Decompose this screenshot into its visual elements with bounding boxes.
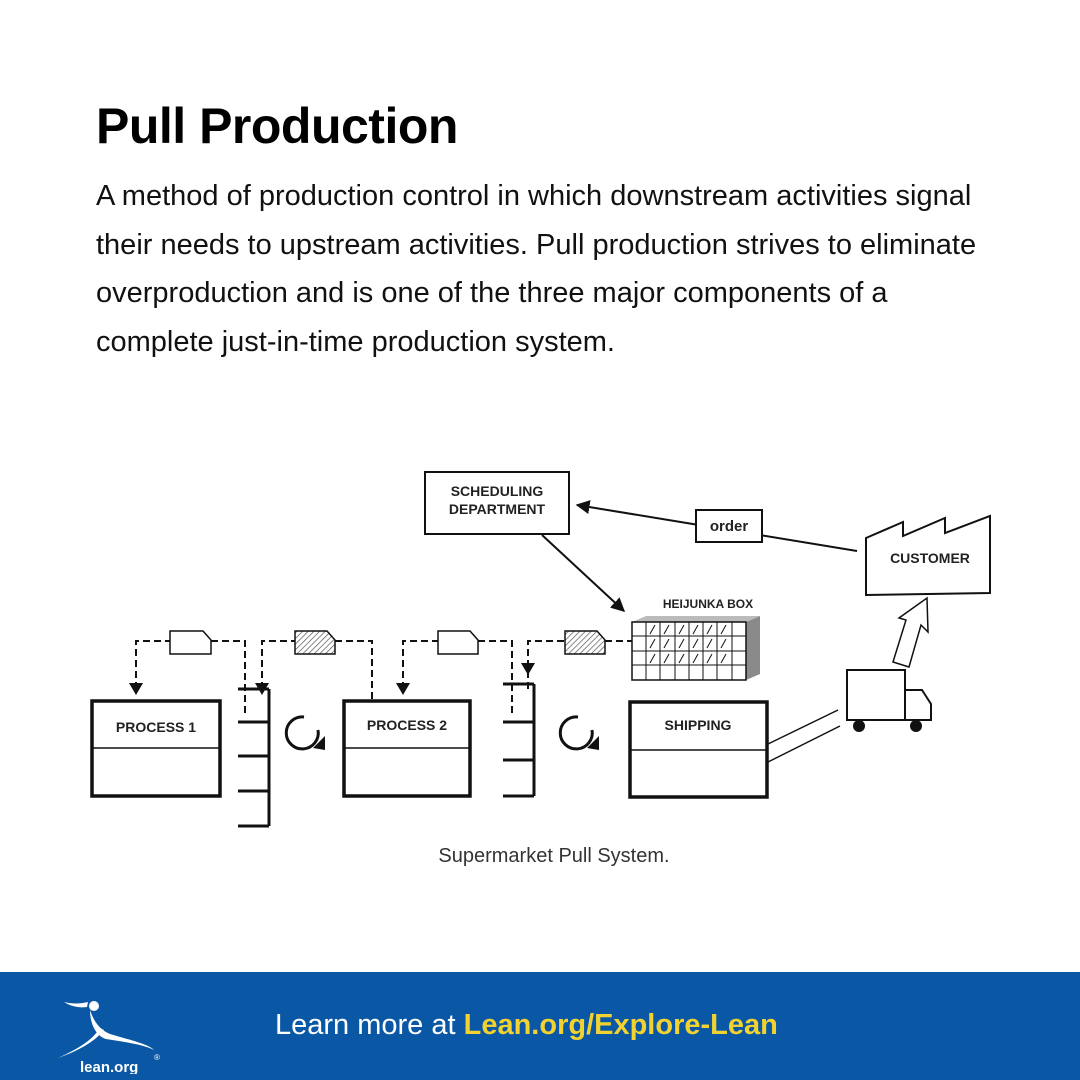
scheduling-label-line2: DEPARTMENT <box>449 501 546 517</box>
supermarket-1 <box>238 687 271 828</box>
lean-org-logo[interactable]: lean.org ® <box>50 984 170 1074</box>
explore-lean-link[interactable]: Lean.org/Explore-Lean <box>463 1009 778 1041</box>
definition-text: A method of production control in which … <box>96 180 977 358</box>
diagram-caption: Supermarket Pull System. <box>438 845 669 867</box>
heijunka-box <box>631 616 760 681</box>
delivery-arrow <box>892 596 929 668</box>
customer-factory: CUSTOMER <box>865 514 991 597</box>
scheduling-department-box: SCHEDULING DEPARTMENT <box>424 471 570 535</box>
kanban-loop-1 <box>135 640 373 717</box>
learn-more-prefix: Learn more at <box>275 1009 464 1041</box>
logo-text: lean.org <box>80 1059 138 1074</box>
process-1-label: PROCESS 1 <box>116 719 196 735</box>
pull-system-diagram: SCHEDULING DEPARTMENT order CUSTOMER HEI… <box>90 471 991 867</box>
production-kanban-card-2 <box>564 630 606 655</box>
footer-banner: lean.org ® Learn more at Lean.org/Explor… <box>0 972 1080 1080</box>
withdrawal-kanban-card-1 <box>169 630 212 655</box>
logo-registered-mark: ® <box>154 1053 160 1062</box>
withdrawal-cycle-icon-1 <box>284 715 325 751</box>
page-title: Pull Production <box>96 98 458 154</box>
order-box: order <box>695 509 763 543</box>
withdrawal-kanban-card-2 <box>437 630 479 655</box>
process-2-box: PROCESS 2 <box>342 699 472 798</box>
production-kanban-card-1 <box>294 630 336 655</box>
shipping-label: SHIPPING <box>665 717 732 733</box>
heijunka-label: HEIJUNKA BOX <box>663 597 753 611</box>
customer-label: CUSTOMER <box>890 550 970 566</box>
learn-more-text: Learn more at Lean.org/Explore-Lean <box>275 1006 778 1044</box>
supermarket-2 <box>503 682 536 798</box>
withdrawal-cycle-icon-2 <box>558 715 599 751</box>
shipping-box: SHIPPING <box>628 700 769 799</box>
shipping-conveyor <box>767 709 841 763</box>
scheduling-label-line1: SCHEDULING <box>451 483 544 499</box>
process-1-box: PROCESS 1 <box>90 699 222 798</box>
delivery-truck-icon <box>846 669 932 732</box>
schedule-to-heijunka-arrow <box>541 534 626 612</box>
process-2-label: PROCESS 2 <box>367 717 447 733</box>
order-label: order <box>710 518 749 535</box>
